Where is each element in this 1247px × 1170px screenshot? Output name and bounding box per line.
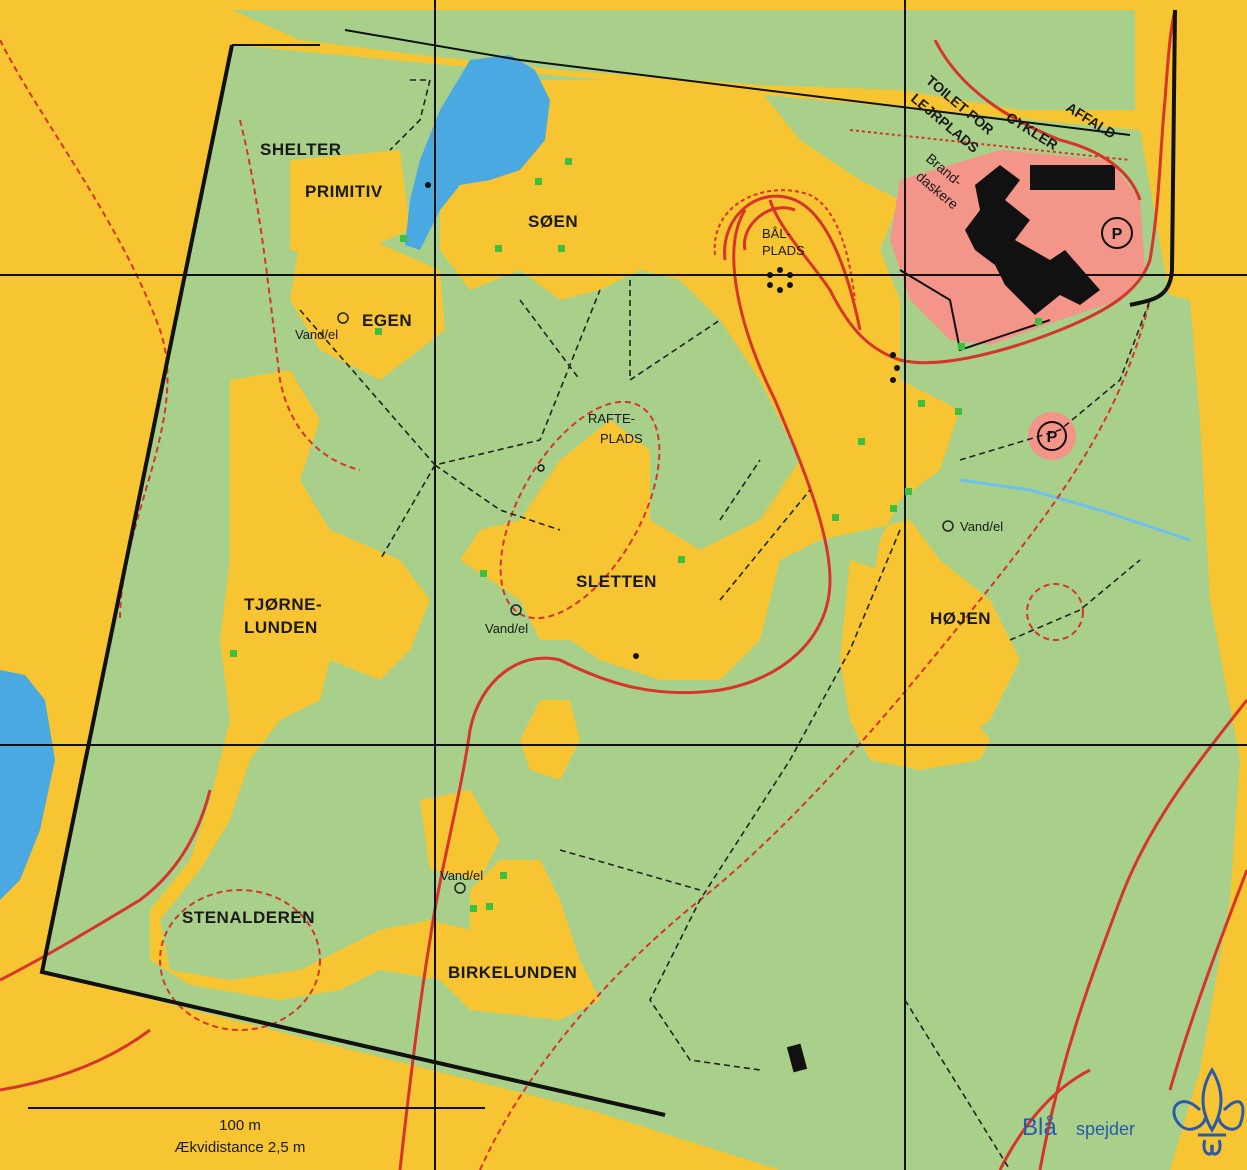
label-egen: EGEN bbox=[362, 311, 412, 330]
label-stenalderen: STENALDEREN bbox=[182, 908, 315, 927]
parking-label-small: P bbox=[1047, 429, 1058, 446]
water-markers bbox=[337, 312, 954, 894]
parking-icon bbox=[1101, 217, 1133, 249]
label-baal-1: BÅL- bbox=[762, 226, 791, 241]
stream bbox=[959, 478, 1191, 542]
fireplace-icon bbox=[767, 267, 793, 293]
lake-north bbox=[405, 55, 550, 250]
toilet-contour bbox=[849, 129, 1131, 161]
label-tjorne-1: TJØRNE- bbox=[244, 595, 322, 614]
marker-ring bbox=[537, 464, 545, 472]
misc-dots bbox=[425, 182, 900, 659]
label-rafte-2: PLADS bbox=[600, 431, 643, 446]
label-shelter: SHELTER bbox=[260, 140, 342, 159]
logo-blaa: Blå bbox=[1022, 1114, 1057, 1141]
scale-distance: 100 m bbox=[219, 1117, 261, 1134]
label-tjorne-2: LUNDEN bbox=[244, 618, 318, 637]
label-water-sletten: Vand/el bbox=[485, 621, 528, 636]
forest-north bbox=[232, 10, 1135, 110]
parking-area-small bbox=[1028, 412, 1076, 460]
label-primitiv: PRIMITIV bbox=[305, 182, 383, 201]
buildings bbox=[786, 165, 1115, 1073]
label-birkelunden: BIRKELUNDEN bbox=[448, 963, 577, 982]
fences bbox=[232, 29, 1131, 352]
trails bbox=[299, 79, 1151, 1170]
fireplace-contours-dashed bbox=[713, 189, 856, 301]
contour-dashed bbox=[0, 39, 1151, 1170]
label-rafte-1: RAFTE- bbox=[588, 411, 635, 426]
road-east bbox=[1129, 9, 1177, 307]
label-water-birkelunden: Vand/el bbox=[440, 868, 483, 883]
lake-west bbox=[0, 670, 55, 900]
label-water-egen: Vand/el bbox=[295, 327, 338, 342]
tent-markers bbox=[230, 158, 1042, 912]
label-soen: SØEN bbox=[528, 212, 578, 231]
parking-label-main: P bbox=[1112, 226, 1123, 243]
label-hojen: HØJEN bbox=[930, 609, 991, 628]
scale-contour: Ækvidistance 2,5 m bbox=[175, 1139, 306, 1156]
label-water-hojen: Vand/el bbox=[960, 519, 1003, 534]
logo-spejder: spejder bbox=[1076, 1119, 1135, 1139]
scout-lily-icon bbox=[1172, 1067, 1245, 1156]
camp-boundary-line bbox=[39, 44, 666, 1117]
fireplace-contours bbox=[723, 194, 862, 331]
contour-lines bbox=[0, 9, 1247, 1170]
label-sletten: SLETTEN bbox=[576, 572, 657, 591]
label-baal-2: PLADS bbox=[762, 243, 805, 258]
parking-icon-small bbox=[1037, 421, 1067, 451]
